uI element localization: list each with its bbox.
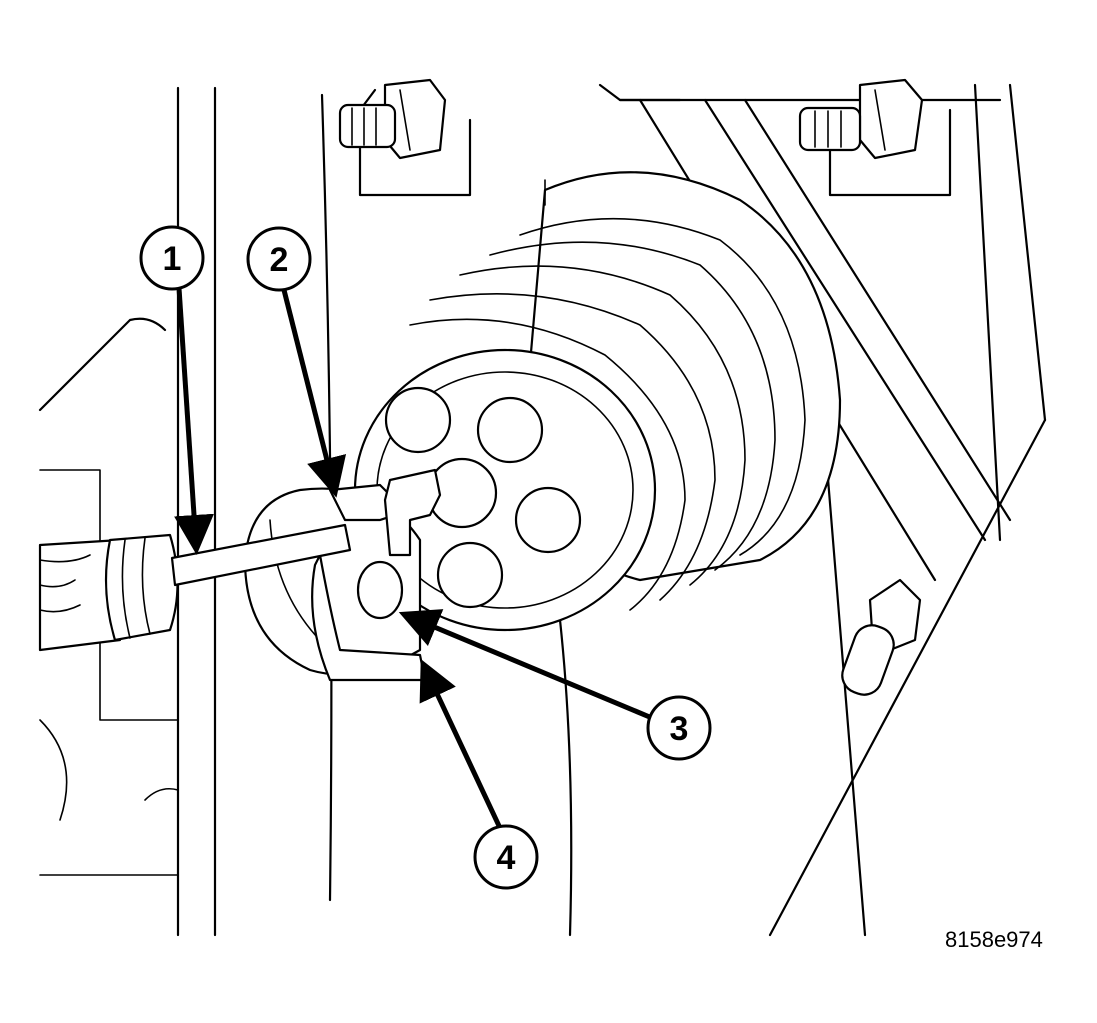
leader-arrow-3	[398, 609, 653, 721]
figure-id: 8158e974	[945, 927, 1043, 952]
callout-1-group: 1	[139, 225, 214, 555]
hub-flange	[353, 348, 657, 632]
callout-label-4: 4	[497, 839, 516, 877]
callout-label-2: 2	[270, 241, 289, 279]
bolt-hole	[514, 486, 582, 554]
bolt-hole	[476, 396, 544, 464]
callout-circle-2	[246, 226, 312, 292]
leader-arrow-1	[174, 287, 214, 555]
callout-2-group: 2	[246, 226, 347, 498]
background-structure	[38, 83, 1047, 937]
leader-arrow-2	[281, 289, 347, 498]
callout-4-group: 4	[419, 658, 539, 890]
bolt-hole	[384, 386, 452, 454]
callout-3-group: 3	[398, 609, 712, 761]
callout-label-3: 3	[670, 710, 689, 748]
bolt-hole	[436, 541, 504, 609]
bolt-bracket-right	[798, 78, 952, 197]
bolt-bracket-left	[338, 78, 472, 197]
callout-circle-1	[139, 225, 205, 291]
callout-circle-4	[473, 824, 539, 890]
clamp-assembly	[243, 468, 442, 682]
bolt-lower-right	[841, 578, 922, 696]
callout-label-1: 1	[163, 240, 182, 278]
callout-circle-3	[646, 695, 712, 761]
leader-arrow-4	[419, 658, 503, 830]
screwdriver	[38, 523, 352, 652]
